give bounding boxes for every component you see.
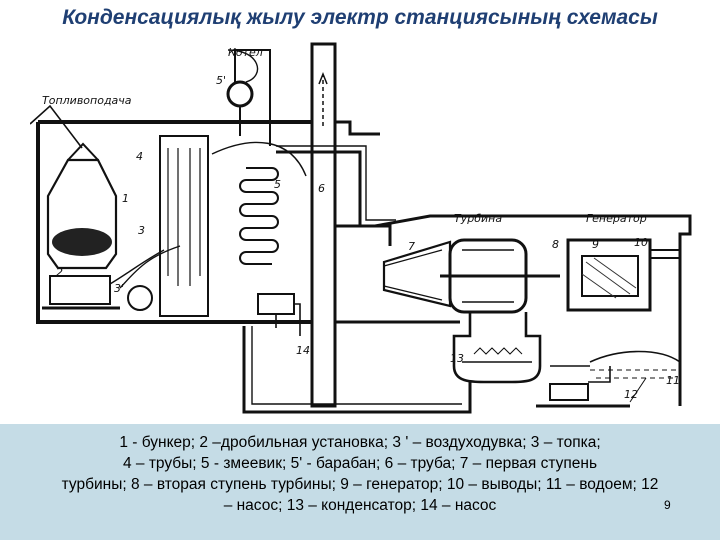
callout-9: 9 (592, 238, 599, 251)
coil (239, 167, 279, 265)
pump-14 (257, 293, 295, 315)
callout-1: 1 (122, 192, 129, 205)
callout-3: 3 (138, 224, 145, 237)
legend-caption: 1 - бункер; 2 –дробильная установка; 3 '… (4, 432, 716, 516)
page-number: 9 (664, 498, 671, 512)
turbine-stage-1 (382, 240, 452, 308)
callout-4: 4 (136, 150, 143, 163)
pond (589, 350, 681, 363)
callout-5-prime: 5' (216, 74, 226, 87)
blower (127, 285, 153, 311)
label-fuel-supply: Топливоподача (42, 94, 132, 107)
callout-3-prime: 3' (114, 282, 124, 295)
bunker (46, 158, 118, 270)
page-title: Конденсациялық жылу электр станциясының … (62, 6, 658, 29)
outputs (650, 249, 680, 259)
callout-10: 10 (634, 236, 648, 249)
pump-12 (549, 383, 589, 401)
legend-line-1: 1 - бункер; 2 –дробильная установка; 3 '… (119, 434, 601, 451)
callout-14: 14 (296, 344, 310, 357)
legend-line-3: турбины; 8 – вторая ступень турбины; 9 –… (61, 476, 659, 493)
callout-11: 11 (666, 374, 680, 387)
boiler-house (36, 120, 312, 324)
condenser (452, 312, 542, 384)
label-boiler: Котел (228, 46, 263, 59)
chimney (310, 42, 337, 408)
furnace (159, 135, 209, 317)
drum (226, 80, 254, 108)
generator (566, 238, 652, 312)
callout-6: 6 (318, 182, 325, 195)
crusher (49, 275, 111, 305)
feed-water-pipe (242, 326, 472, 414)
power-plant-diagram: Котел Топливоподача Турбина Генератор 1 … (30, 42, 692, 414)
callout-8: 8 (552, 238, 559, 251)
callout-12: 12 (624, 388, 638, 401)
label-generator: Генератор (586, 212, 647, 225)
legend-line-4: – насос; 13 – конденсатор; 14 – насос (223, 497, 497, 514)
callout-7: 7 (408, 240, 415, 253)
callout-5: 5 (274, 178, 281, 191)
callout-13: 13 (450, 352, 464, 365)
steam-pipe (276, 150, 392, 246)
callout-2: 2 (56, 266, 63, 279)
label-turbine: Турбина (454, 212, 502, 225)
caption-background (0, 424, 720, 540)
legend-line-2: 4 – трубы; 5 - змеевик; 5' - барабан; 6 … (122, 455, 598, 472)
